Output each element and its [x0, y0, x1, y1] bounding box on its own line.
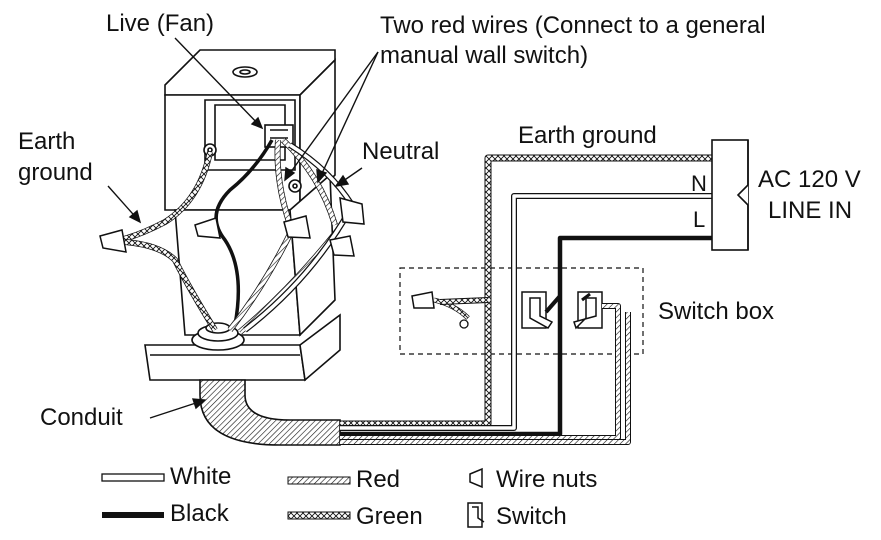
conduit-label: Conduit: [40, 404, 123, 431]
legend-black-swatch: [102, 512, 164, 518]
switch-icon: [467, 502, 485, 528]
legend-red-label: Red: [356, 466, 401, 493]
switch-box-label: Switch box: [658, 298, 775, 325]
two-red-wires-label-line1: Two red wires (Connect to a general: [380, 12, 766, 39]
earth-ground-left-label-line1: Earth: [18, 128, 76, 155]
earth-ground-left-label-line2: ground: [18, 159, 93, 186]
leader-lines: [107, 37, 379, 419]
legend-green-swatch: [287, 511, 351, 520]
wire-nut-icon: [469, 467, 483, 489]
ac-voltage-label-line1: AC 120 V: [758, 166, 861, 193]
switch-left: [521, 291, 554, 329]
ac-voltage-label-line2: LINE IN: [768, 197, 853, 224]
neutral-label: Neutral: [362, 138, 440, 165]
fan-box-wires: [119, 137, 355, 335]
live-fan-label: Live (Fan): [106, 10, 215, 37]
switch-box: [399, 267, 644, 355]
line-in-wires: [340, 154, 712, 445]
terminal-l-label: L: [693, 207, 706, 232]
wire-nuts-fan: [99, 196, 365, 257]
legend-white-swatch: [101, 473, 165, 482]
legend-wire-nuts-label: Wire nuts: [496, 466, 598, 493]
terminal-n-label: N: [691, 171, 707, 196]
legend-switch-label: Switch: [496, 503, 567, 530]
earth-ground-top-label: Earth ground: [518, 122, 657, 149]
legend-black-label: Black: [170, 500, 229, 527]
legend-white-label: White: [170, 463, 232, 490]
legend-green-label: Green: [356, 503, 423, 530]
legend-red-swatch: [287, 476, 351, 485]
two-red-wires-label-line2: manual wall switch): [380, 42, 589, 69]
conduit: [199, 379, 341, 446]
ac-terminal-block: [711, 139, 749, 251]
legend-swatches: [101, 467, 485, 528]
switch-right: [573, 291, 603, 330]
